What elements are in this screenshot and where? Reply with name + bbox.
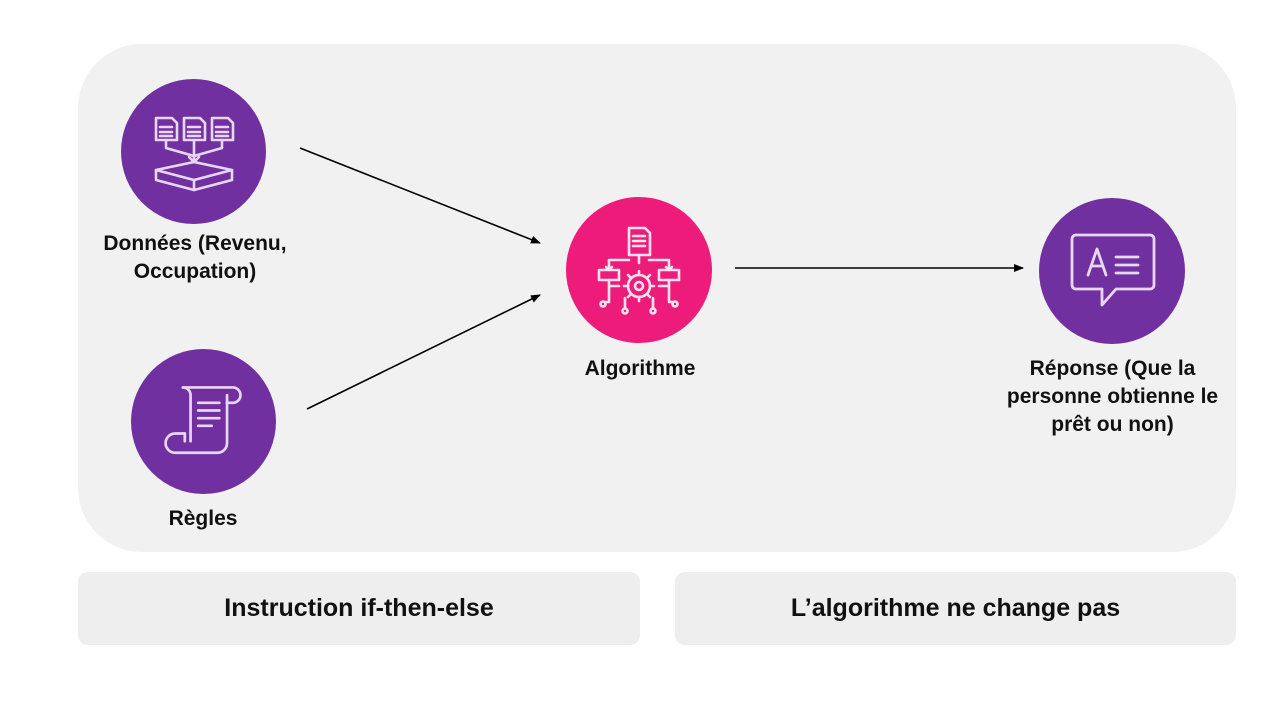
speech-bubble-text-icon — [1070, 233, 1156, 307]
arrow-data-to-algorithm — [299, 147, 541, 244]
response-node-label: Réponse (Que la personne obtienne le prê… — [1006, 357, 1219, 436]
data-node — [121, 79, 266, 224]
documents-into-tray-icon — [154, 116, 234, 191]
rules-node-label: Règles — [168, 507, 238, 530]
algorithm-node-label: Algorithme — [584, 357, 696, 380]
caption-box-right: L’algorithme ne change pas — [675, 572, 1236, 645]
rules-node — [131, 349, 276, 494]
data-node-label: Données (Revenu, Occupation) — [103, 232, 287, 283]
arrow-rules-to-algorithm — [306, 294, 541, 410]
scroll-document-icon — [163, 385, 242, 454]
response-node — [1039, 198, 1185, 344]
algorithm-node — [566, 197, 712, 343]
caption-box-left: Instruction if-then-else — [78, 572, 640, 645]
algorithm-flowchart-gear-icon — [597, 226, 681, 315]
